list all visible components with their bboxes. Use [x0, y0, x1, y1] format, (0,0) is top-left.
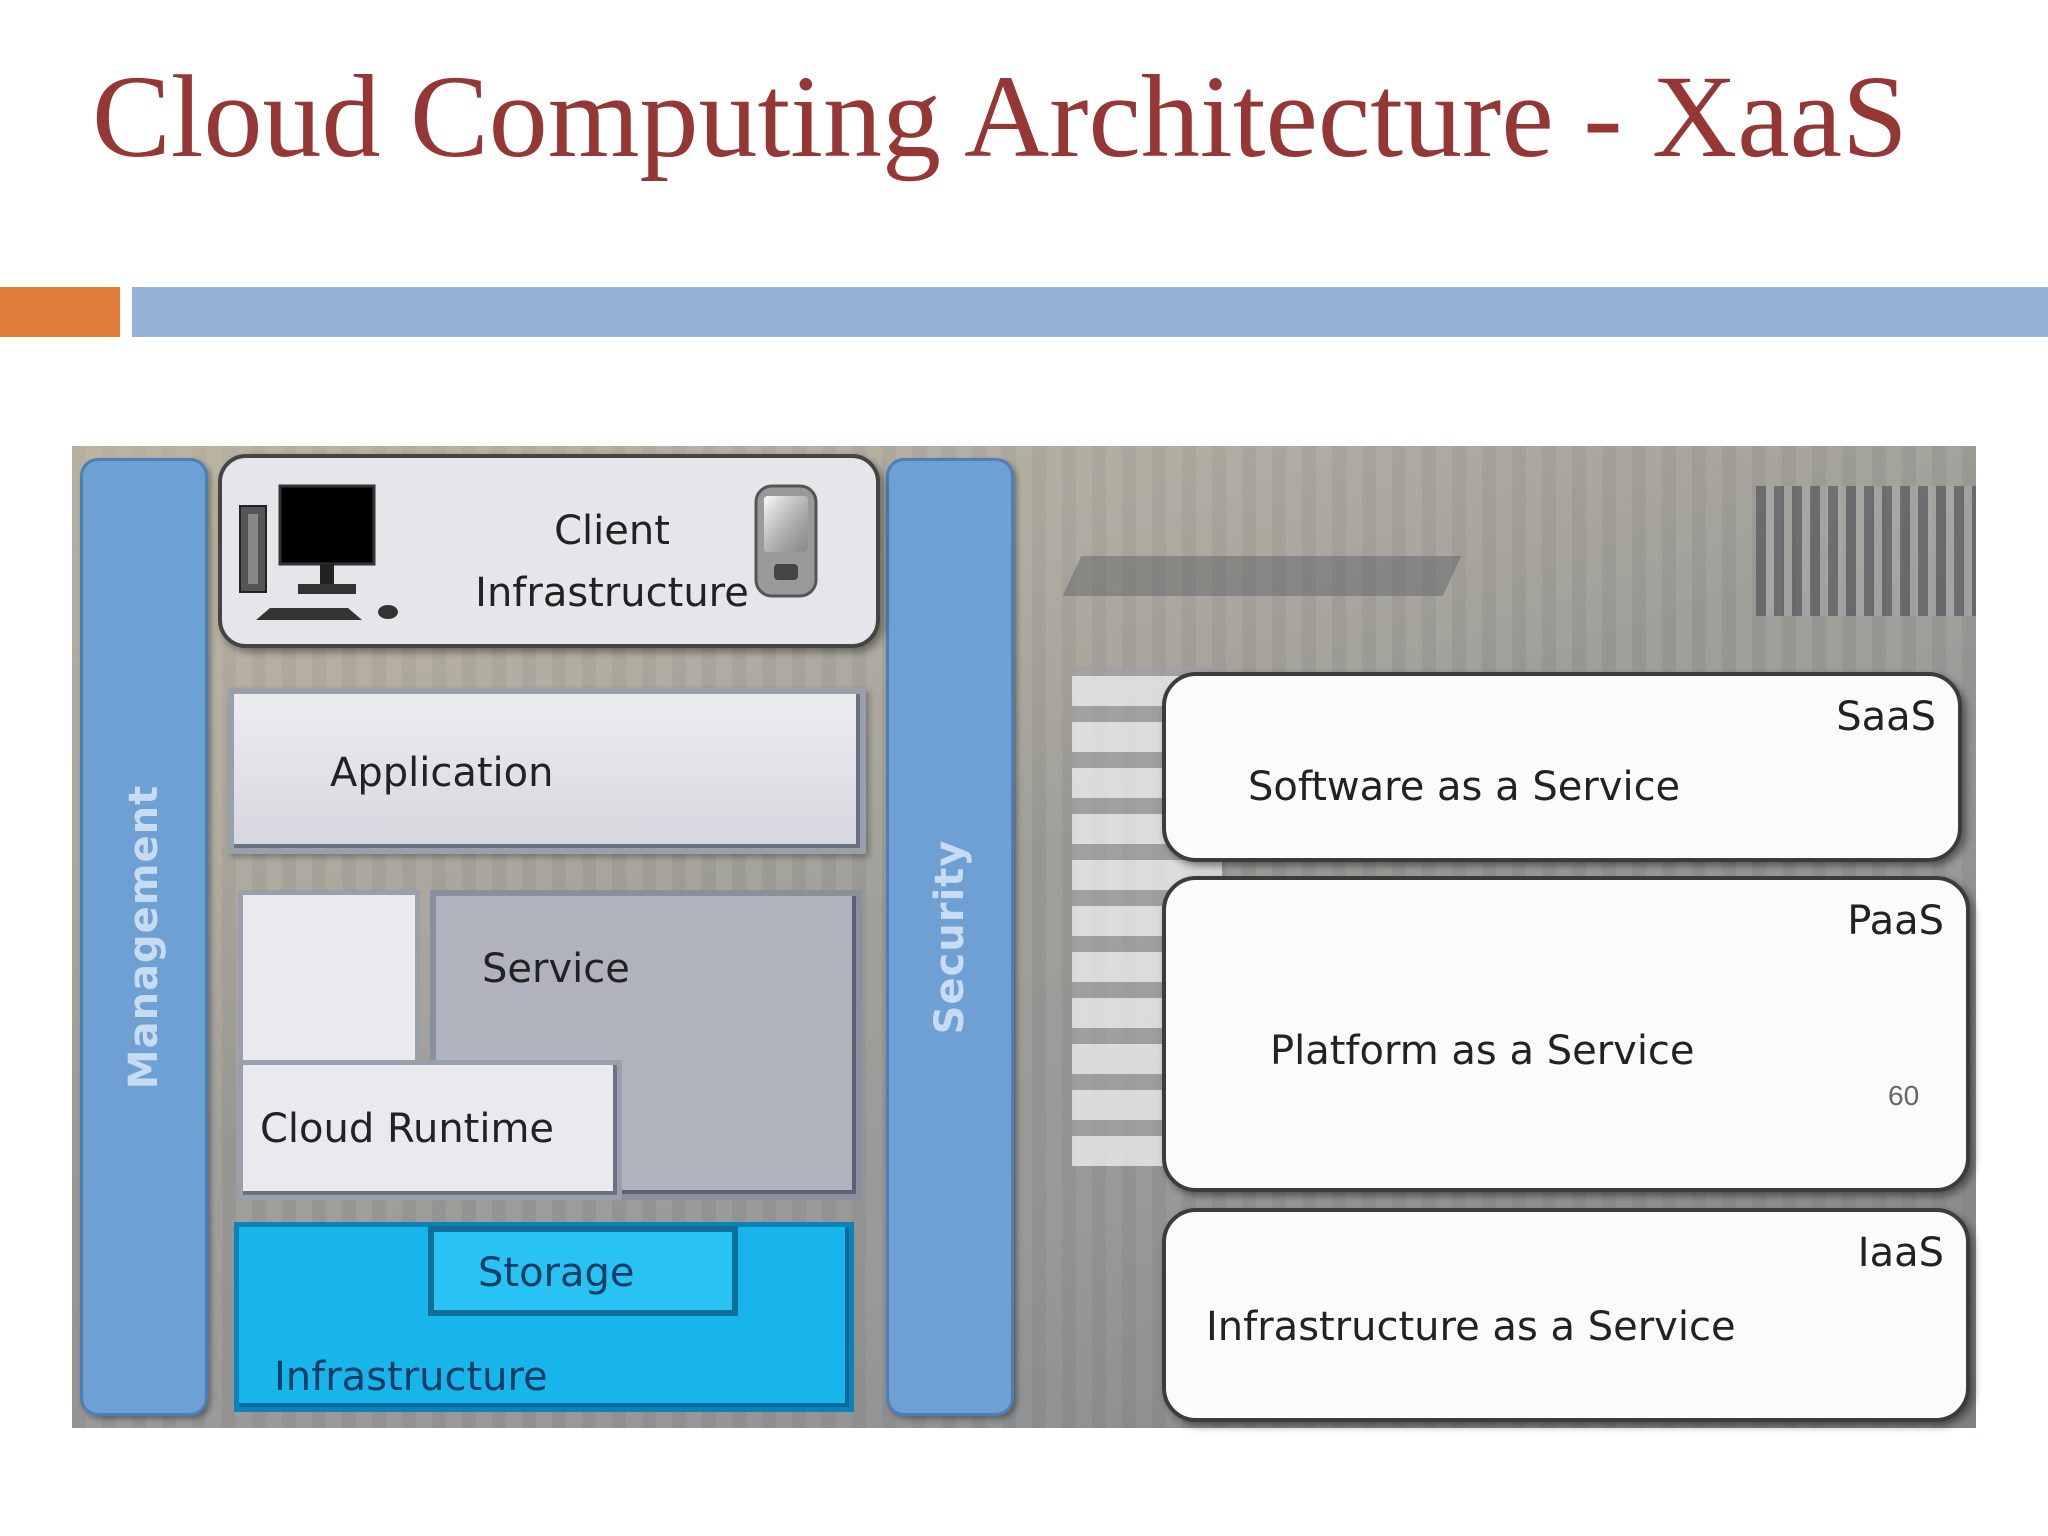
infrastructure-label: Infrastructure: [274, 1354, 548, 1400]
management-label: Management: [121, 784, 167, 1090]
service-label: Service: [482, 946, 630, 992]
cloud-runtime-layer-upper: [238, 890, 420, 1070]
storage-label: Storage: [478, 1250, 635, 1296]
saas-short-label: SaaS: [1836, 694, 1936, 740]
iaas-long-label: Infrastructure as a Service: [1206, 1304, 1736, 1350]
cloud-runtime-label: Cloud Runtime: [260, 1106, 555, 1152]
paas-short-label: PaaS: [1847, 898, 1944, 944]
client-infrastructure-label: Client Infrastructure: [462, 500, 762, 624]
slide-title: Cloud Computing Architecture - XaaS: [92, 51, 1908, 182]
iaas-short-label: IaaS: [1857, 1230, 1944, 1276]
accent-bar-blue: [132, 287, 2048, 337]
client-label-line1: Client: [554, 508, 670, 554]
saas-box: SaaS Software as a Service: [1162, 672, 1962, 862]
background-parking-lot: [1756, 486, 1976, 616]
mobile-device-icon: [754, 484, 818, 598]
storage-layer: [428, 1226, 738, 1316]
desktop-computer-icon: [239, 484, 398, 620]
page-number: 60: [1888, 1080, 1920, 1111]
security-pillar: Security: [886, 458, 1014, 1416]
iaas-box: IaaS Infrastructure as a Service: [1162, 1208, 1970, 1422]
background-building-roof: [1062, 556, 1462, 596]
application-label: Application: [330, 750, 554, 796]
paas-long-label: Platform as a Service: [1270, 1028, 1695, 1074]
management-pillar: Management: [80, 458, 208, 1416]
accent-bar-orange: [0, 287, 120, 337]
client-infrastructure-box: Client Infrastructure: [218, 454, 880, 648]
paas-box: PaaS Platform as a Service: [1162, 876, 1970, 1192]
cloud-runtime-layer: [238, 1060, 622, 1200]
client-label-line2: Infrastructure: [475, 570, 749, 616]
application-layer: [228, 688, 866, 854]
security-label: Security: [927, 839, 973, 1035]
saas-long-label: Software as a Service: [1248, 764, 1681, 810]
